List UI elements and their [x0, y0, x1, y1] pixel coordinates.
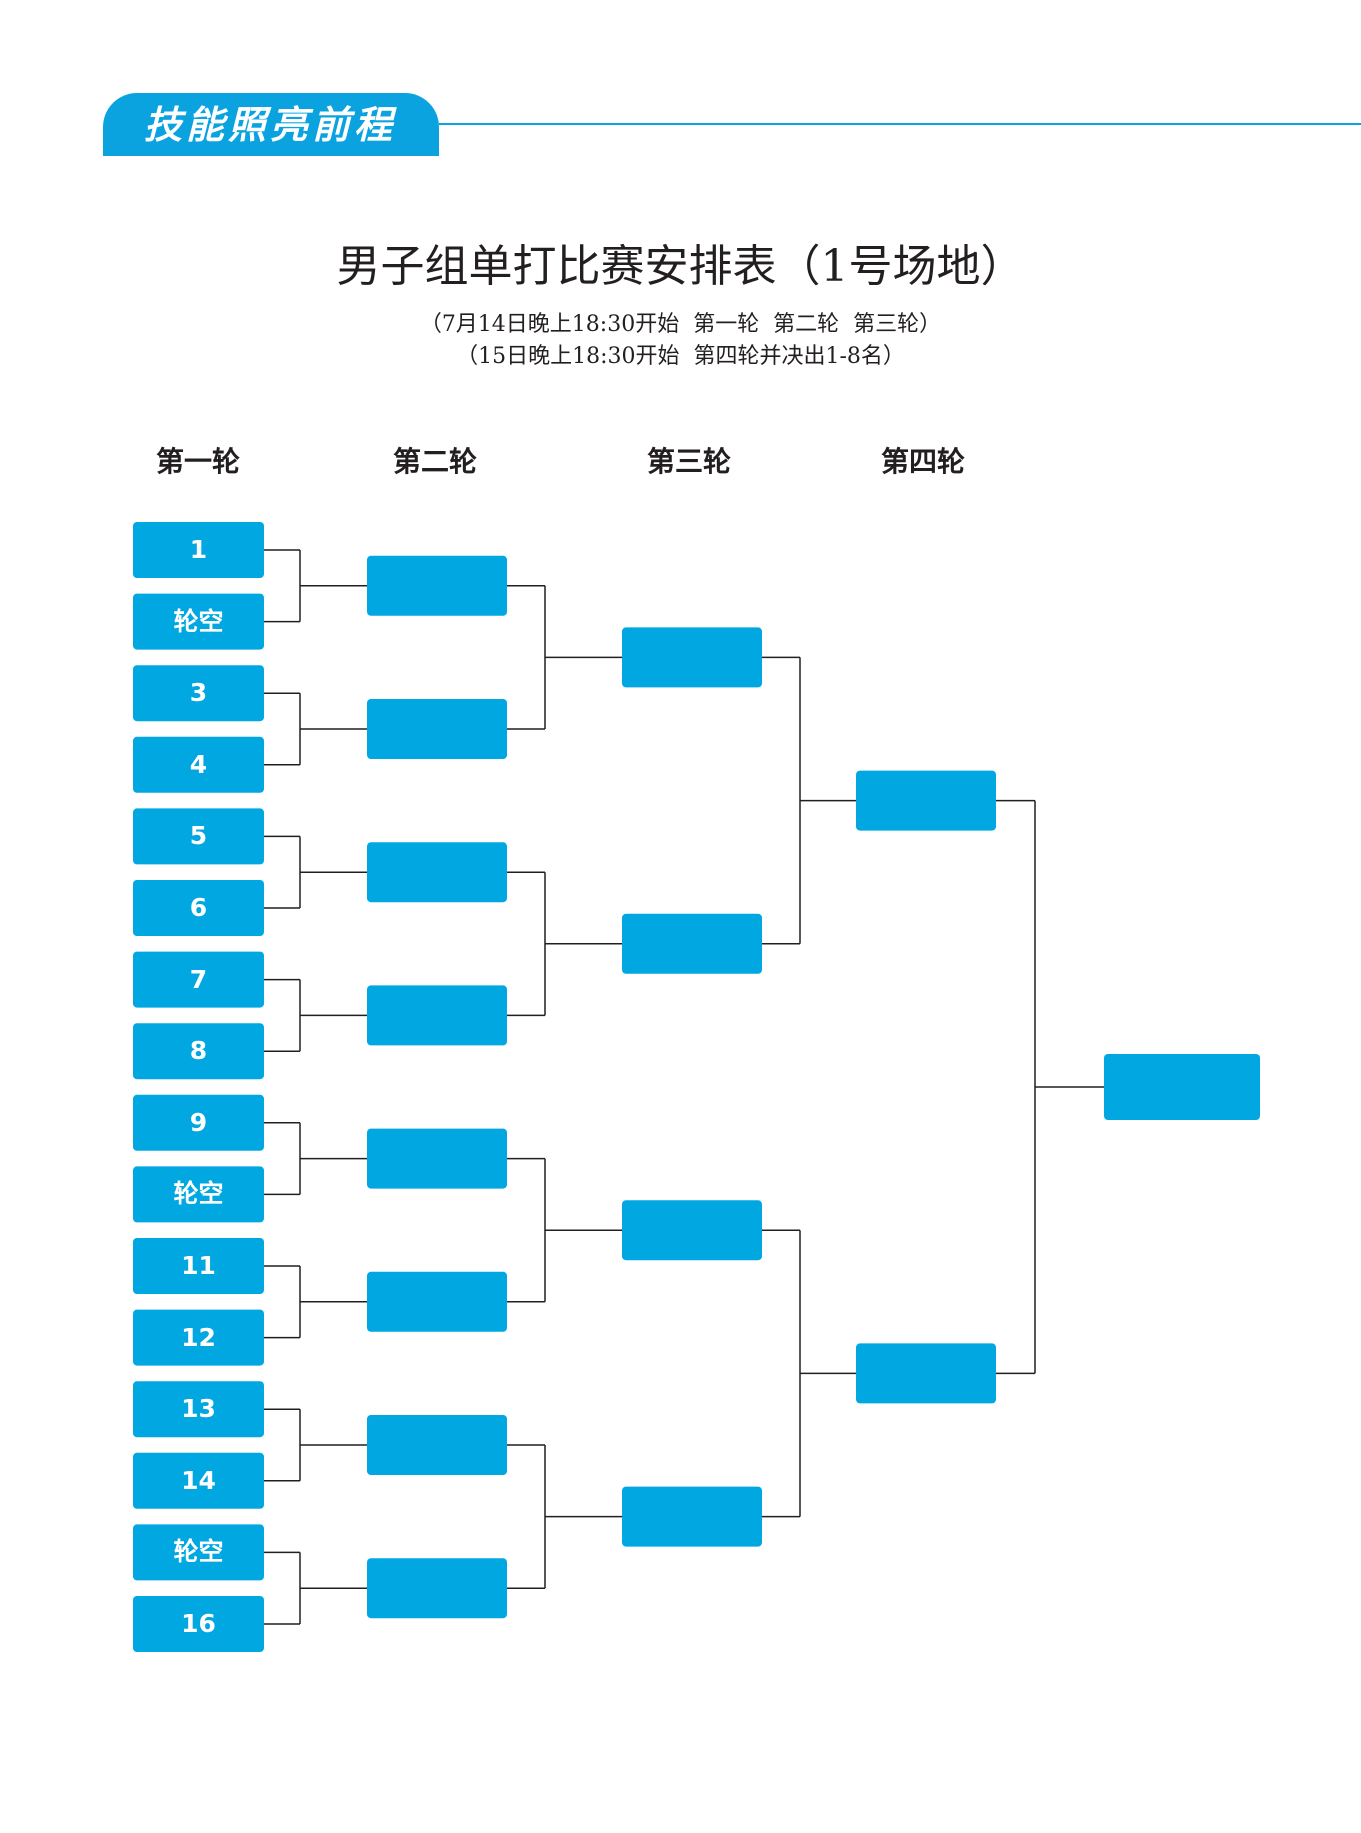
round-1-slot-label: 4 [189, 749, 208, 779]
round-1-slot [133, 951, 264, 1008]
round-1-slot [133, 1309, 264, 1366]
round-1-slot [133, 1381, 264, 1438]
round-2-slot [367, 1415, 507, 1475]
round-4-heading: 第四轮 [880, 445, 965, 478]
round-1-slot-label: 7 [189, 964, 208, 994]
round-1-slot [133, 736, 264, 793]
round-3-slot [622, 913, 762, 974]
round-1-slot-label: 3 [189, 678, 208, 708]
header-rule-line [439, 123, 1361, 125]
round-1-slot-label: 5 [189, 821, 208, 851]
round-1-slot-label: 8 [189, 1036, 208, 1066]
round-1-slot-label: 12 [181, 1322, 216, 1352]
round-3-slot [622, 1200, 762, 1261]
round-2-slot [367, 1128, 507, 1189]
round-1-slot-label: 9 [189, 1107, 208, 1137]
round-1-slot [133, 1596, 264, 1652]
round-1-slot-label: 6 [189, 893, 208, 922]
round-2-slot [367, 1558, 507, 1619]
round-1-slot [133, 1238, 264, 1294]
round-3-slot [622, 627, 762, 688]
round-1-slot [133, 1524, 264, 1581]
round-2-slot [367, 985, 507, 1046]
round-1-slot-label: 轮空 [173, 1537, 224, 1567]
round-1-slot [133, 1166, 264, 1223]
round-1-slot [133, 880, 264, 936]
round-1-slot [133, 1094, 264, 1151]
round-3-heading: 第三轮 [646, 445, 731, 478]
round-1-slot-label: 1 [189, 535, 208, 564]
round-2-slot [367, 1271, 507, 1332]
schedule-note-line-2: （15日晚上18:30开始 第四轮并决出1-8名） [456, 344, 905, 369]
round-1-slot [133, 522, 264, 578]
round-1-slot [133, 593, 264, 650]
round-1-slot [133, 1452, 264, 1509]
round-1-slot-label: 11 [181, 1251, 216, 1280]
page-title: 男子组单打比赛安排表（1号场地） [336, 241, 1025, 292]
round-1-slot-label: 轮空 [173, 606, 224, 636]
round-4-slot [856, 1343, 996, 1404]
round-2-slot [367, 842, 507, 903]
round-2-heading: 第二轮 [392, 445, 477, 478]
round-1-heading: 第一轮 [155, 445, 240, 478]
round-4-slot [856, 770, 996, 831]
round-2-slot [367, 555, 507, 616]
round-1-slot-label: 轮空 [173, 1179, 224, 1209]
round-1-slot-label: 14 [181, 1465, 216, 1495]
round-2-slot [367, 699, 507, 759]
round-1-slot-label: 13 [181, 1394, 216, 1424]
round-1-slot [133, 665, 264, 722]
round-1-slot [133, 1023, 264, 1080]
schedule-note-line-1: （7月14日晚上18:30开始 第一轮 第二轮 第三轮） [419, 312, 942, 337]
final-slot [1104, 1054, 1260, 1120]
round-1-slot [133, 808, 264, 865]
section-header-tab: 技能照亮前程 [103, 93, 439, 156]
round-3-slot [622, 1486, 762, 1547]
round-1-slot-label: 16 [181, 1609, 216, 1638]
